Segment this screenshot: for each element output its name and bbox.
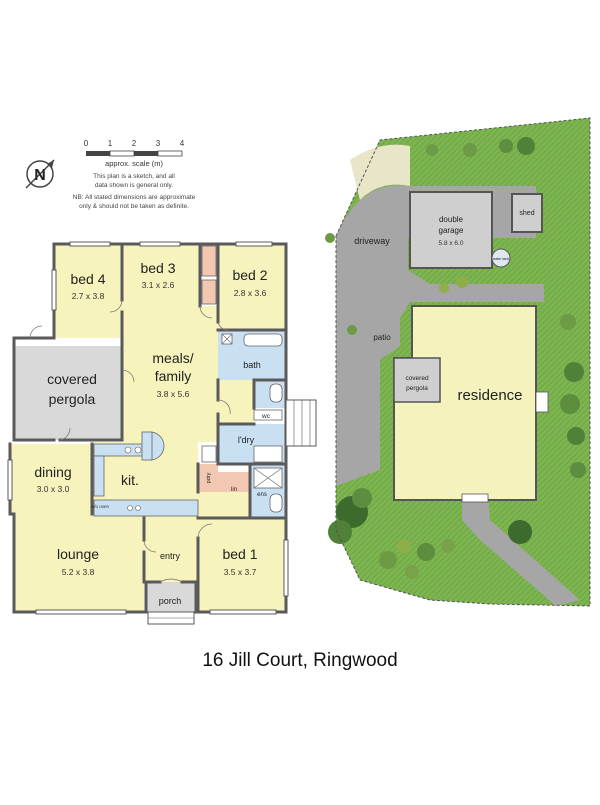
room-covered-pergola (14, 346, 122, 440)
room-dining (10, 444, 92, 514)
label-bed3: bed 3 (140, 260, 175, 276)
label-pdry: pdry (206, 472, 212, 483)
compass-icon: N (25, 159, 55, 189)
label-water-tank: water tank (493, 257, 509, 261)
label-wc: wc (261, 413, 271, 420)
room-hall2 (198, 492, 250, 518)
scale-note-2: data shown is general only. (95, 182, 173, 189)
plan-caption: 16 Jill Court, Ringwood (202, 650, 398, 671)
room-meals-family-ext (122, 338, 142, 442)
room-bed2 (218, 244, 286, 330)
label-residence: residence (457, 387, 522, 404)
scale-note-1: This plan is a sketch, and all (93, 173, 175, 180)
room-hall (218, 380, 254, 424)
site-trees (325, 137, 586, 579)
scale-bar: 0 1 2 3 4 approx. scale (m) This plan is… (73, 139, 196, 210)
label-lounge: lounge (57, 546, 99, 562)
dim-meals: 3.8 x 5.6 (157, 389, 190, 399)
label-wo-oven: w/o oven (91, 504, 110, 509)
dim-garage: 5.8 x 6.0 (439, 240, 464, 247)
label-shed: shed (519, 210, 534, 217)
label-porch: porch (159, 596, 182, 606)
scale-label: approx. scale (m) (105, 159, 163, 168)
dim-bed1: 3.5 x 3.7 (224, 567, 257, 577)
label-entry: entry (160, 551, 181, 561)
label-site-covered-1: covered (405, 375, 429, 382)
label-patio: patio (373, 333, 391, 342)
label-bed2: bed 2 (232, 267, 267, 283)
scale-tick-1: 1 (108, 139, 113, 148)
site-covered-pergola (393, 357, 441, 403)
label-meals-1: meals/ (152, 350, 193, 366)
label-lin: lin (231, 487, 237, 493)
scale-tick-0: 0 (84, 139, 89, 148)
label-bed4: bed 4 (70, 271, 105, 287)
label-driveway: driveway (354, 236, 390, 246)
site-paving (336, 185, 544, 486)
label-kitchen: kit. (121, 472, 139, 488)
label-bath: bath (243, 360, 261, 370)
site-water-tank (491, 248, 511, 268)
label-bed1: bed 1 (222, 546, 257, 562)
site-garage (409, 191, 493, 269)
room-lounge (14, 514, 144, 612)
room-bed3 (122, 244, 200, 306)
room-bed4 (54, 244, 122, 338)
label-meals-2: family (155, 368, 192, 384)
label-ens: ens (257, 492, 267, 498)
label-garage-1: double (439, 215, 464, 224)
dim-bed4: 2.7 x 3.8 (72, 291, 105, 301)
site-plan: double garage 5.8 x 6.0 shed water tank … (325, 117, 591, 607)
dim-dining: 3.0 x 3.0 (37, 484, 70, 494)
floor-plan: bed 4 2.7 x 3.8 bed 3 3.1 x 2.6 bed 2 2.… (7, 241, 317, 625)
scale-note-3: NB: All stated dimensions are approximat… (73, 194, 196, 201)
label-garage-2: garage (439, 226, 464, 235)
label-covered-1: covered (47, 371, 97, 387)
label-dining: dining (34, 464, 71, 480)
site-shed (511, 193, 543, 233)
room-entry (144, 518, 198, 582)
scale-tick-3: 3 (156, 139, 161, 148)
scale-tick-4: 4 (180, 139, 185, 148)
scale-tick-2: 2 (132, 139, 137, 148)
compass-letter: N (34, 167, 46, 184)
dim-lounge: 5.2 x 3.8 (62, 567, 95, 577)
label-site-covered-2: pergola (406, 385, 428, 392)
label-covered-2: pergola (49, 391, 96, 407)
label-ldry: l'dry (238, 435, 255, 445)
dim-bed3: 3.1 x 2.6 (142, 280, 175, 290)
room-bed1 (198, 518, 286, 612)
room-pdry (198, 464, 218, 492)
scale-note-4: only & should not be taken as definite. (79, 203, 189, 210)
room-porch (146, 582, 196, 612)
dim-bed2: 2.8 x 3.6 (234, 288, 267, 298)
